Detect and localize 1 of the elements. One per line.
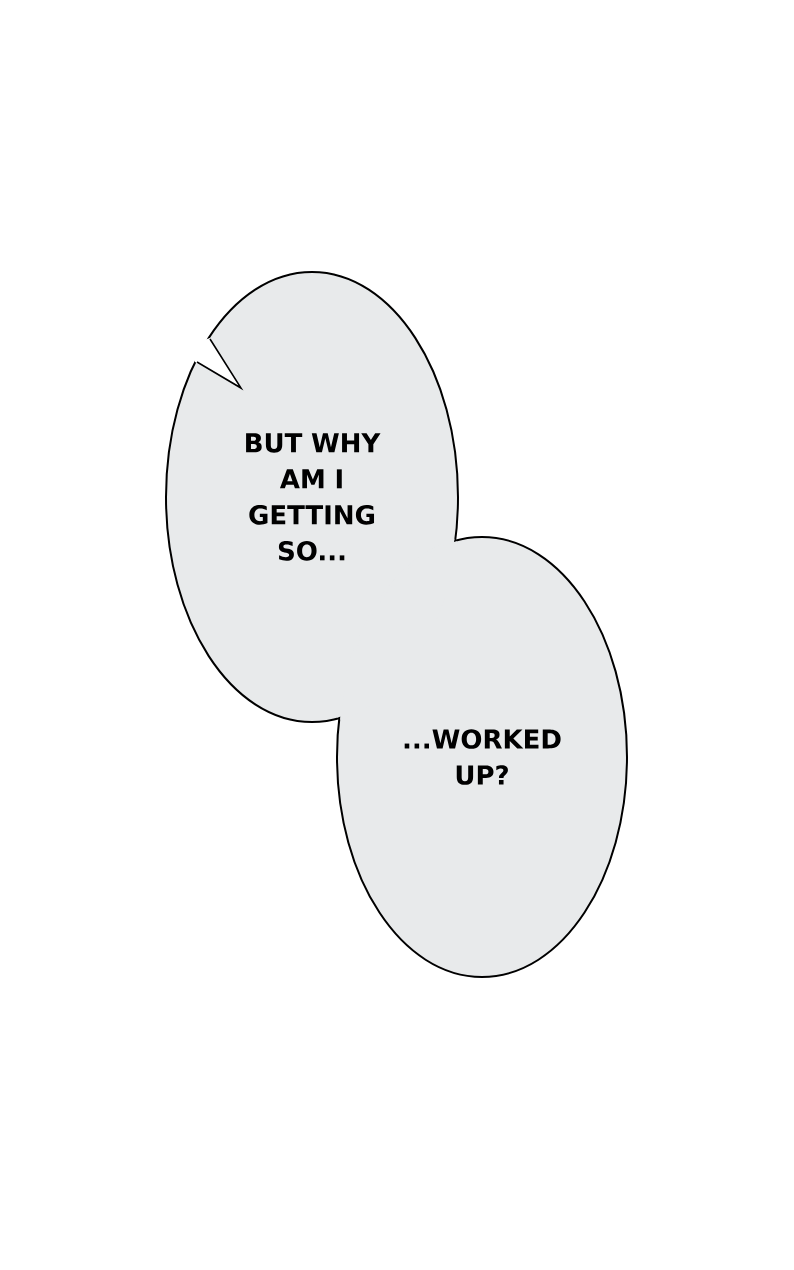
node-label: ...WORKED UP? xyxy=(404,729,561,785)
